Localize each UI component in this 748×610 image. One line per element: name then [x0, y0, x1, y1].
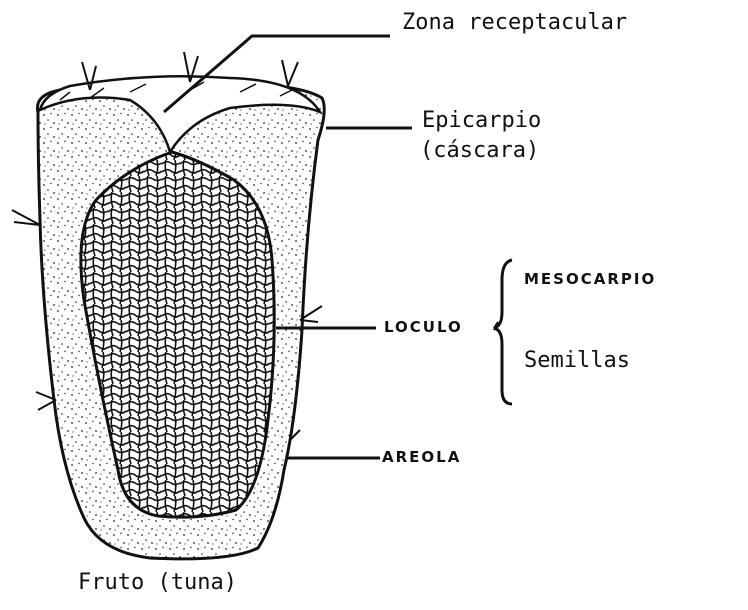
- label-cascara: (cáscara): [420, 140, 539, 162]
- label-mesocarpio: MESOCARPIO: [524, 272, 656, 287]
- label-zona-receptacular: Zona receptacular: [402, 12, 627, 34]
- label-epicarpio: Epicarpio: [422, 110, 541, 132]
- figure-caption: Fruto (tuna): [78, 572, 237, 594]
- label-loculo: LOCULO: [384, 320, 463, 335]
- label-areola: AREOLA: [382, 450, 461, 465]
- mesocarp-brace: [494, 260, 512, 404]
- label-semillas: Semillas: [524, 350, 630, 372]
